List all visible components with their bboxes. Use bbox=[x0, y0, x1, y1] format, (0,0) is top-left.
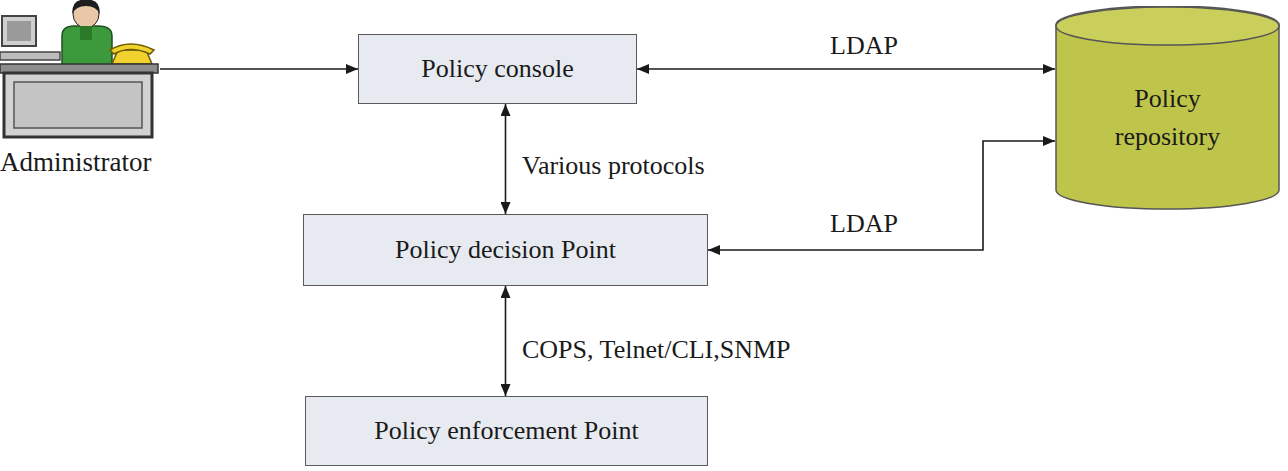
protocol-label: COPS, Telnet/CLI,SNMP bbox=[522, 334, 791, 365]
connector bbox=[505, 286, 507, 396]
connector bbox=[708, 141, 1055, 250]
desk bbox=[0, 64, 158, 137]
monitor bbox=[0, 16, 60, 60]
protocol-label: LDAP bbox=[830, 208, 898, 239]
node-label: Policy enforcement Point bbox=[374, 415, 638, 446]
process-box: Policy enforcement Point bbox=[305, 396, 708, 466]
node-label: Policy repository bbox=[1093, 80, 1243, 155]
database-cylinder: Policy repository bbox=[1055, 6, 1280, 210]
actor-node: Administrator bbox=[0, 0, 160, 180]
cylinder-top bbox=[1056, 7, 1279, 45]
node-label: Policy decision Point bbox=[395, 234, 616, 265]
process-box: Policy decision Point bbox=[303, 214, 708, 286]
process-box: Policy console bbox=[358, 34, 637, 104]
node-label: Administrator bbox=[0, 146, 151, 178]
cylinder-body bbox=[1056, 6, 1279, 209]
telephone bbox=[110, 44, 154, 64]
protocol-label: LDAP bbox=[830, 30, 898, 61]
node-label: Policy console bbox=[421, 53, 573, 84]
administrator-illustration bbox=[0, 0, 160, 140]
connector bbox=[505, 104, 507, 214]
person bbox=[62, 0, 112, 66]
connector bbox=[637, 68, 1055, 70]
connector bbox=[160, 68, 358, 70]
protocol-label: Various protocols bbox=[522, 150, 705, 181]
